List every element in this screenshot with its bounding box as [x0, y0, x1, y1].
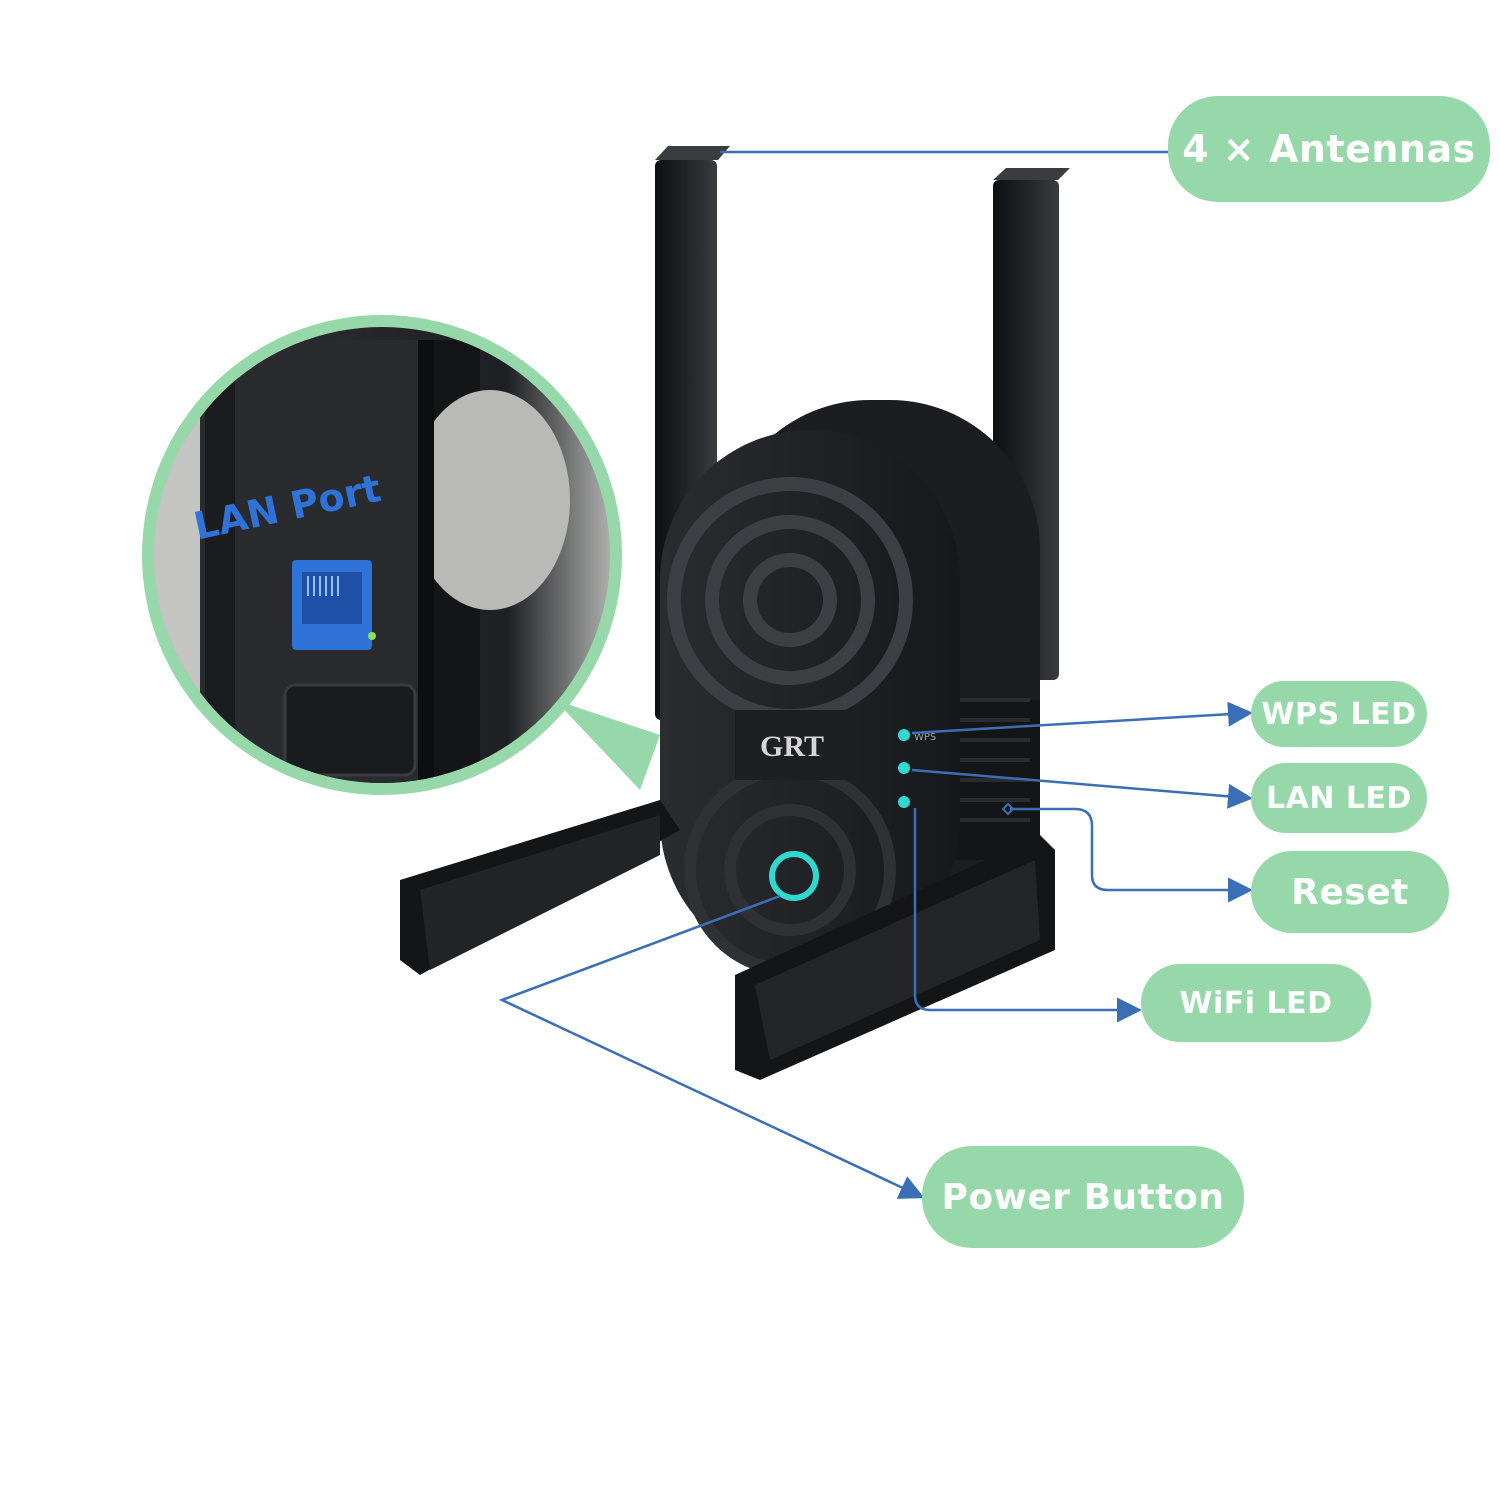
leader-lan-led: [911, 768, 1253, 809]
leader-lines: [498, 150, 1253, 1199]
lan-port-jack: [292, 560, 376, 650]
reset-pinhole: [1001, 802, 1015, 816]
callout-reset: Reset: [1251, 851, 1449, 933]
brand-logo: GRT: [760, 730, 824, 763]
callout-wifi-led: WiFi LED: [1141, 964, 1371, 1042]
lan-led-indicator: [898, 762, 910, 774]
callout-lan-led: LAN LED: [1251, 763, 1427, 833]
antenna-front-left: [400, 800, 680, 975]
leader-reset: [1010, 807, 1253, 903]
callout-wps-led: WPS LED: [1251, 681, 1427, 747]
wps-led-mark: WPS: [914, 732, 936, 743]
leader-wifi-led: [913, 808, 1142, 1023]
lan-port-magnifier: LAN Port: [142, 315, 660, 795]
wifi-led-indicator: [898, 796, 910, 808]
leader-wps-led: [911, 701, 1253, 735]
callout-power-button: Power Button: [922, 1146, 1244, 1248]
device-body: GRT WPS: [660, 400, 1040, 976]
antenna-front-right: [735, 835, 1055, 1080]
callout-antennas: 4 × Antennas: [1168, 96, 1490, 202]
wps-led-indicator: [898, 729, 910, 741]
leader-power-button: [498, 894, 925, 1199]
power-button-ring[interactable]: [769, 851, 819, 901]
